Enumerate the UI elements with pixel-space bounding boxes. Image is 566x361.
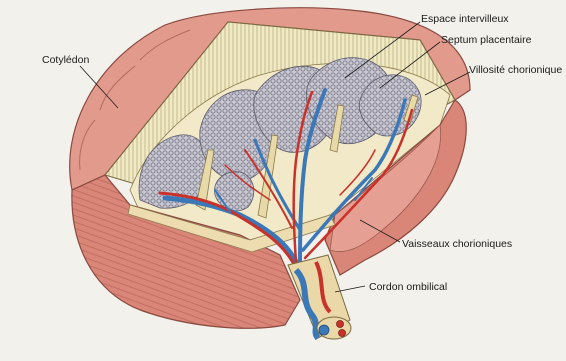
label-espace-intervilleux: Espace intervilleux — [421, 13, 509, 25]
label-septum-placentaire: Septum placentaire — [441, 34, 532, 46]
label-cordon-ombilical: Cordon ombilical — [369, 281, 447, 293]
label-vaisseaux-chorioniques: Vaisseaux chorioniques — [402, 238, 512, 250]
label-cotyledon: Cotylédon — [42, 54, 89, 66]
label-villosite-chorionique: Villosité chorionique — [469, 64, 562, 76]
